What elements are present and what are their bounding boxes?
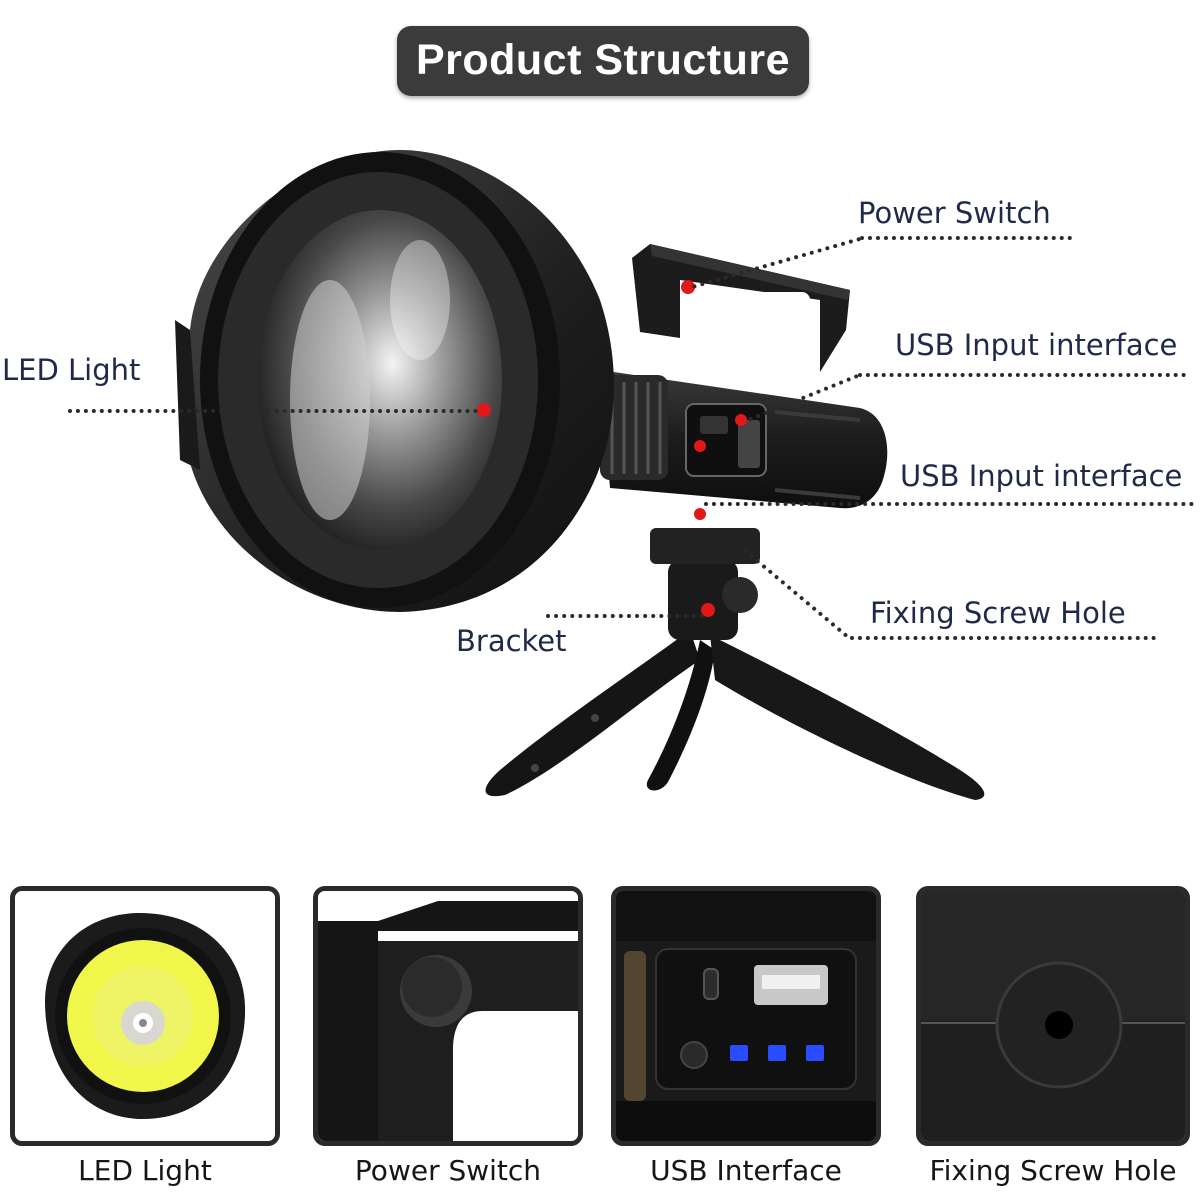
leader-led-light — [68, 409, 478, 413]
callout-markers — [477, 280, 747, 617]
power-switch-closeup-icon — [318, 891, 578, 1141]
tripod-bracket — [485, 528, 985, 800]
usb-interface-closeup-icon — [616, 891, 876, 1141]
caption-usb-interface: USB Interface — [650, 1154, 842, 1187]
detail-panel-led-light — [10, 886, 280, 1146]
handle — [632, 244, 850, 372]
callout-fixing-screw-hole: Fixing Screw Hole — [870, 596, 1126, 630]
title-banner: Product Structure — [397, 26, 809, 96]
detail-panel-fixing-screw-hole — [916, 886, 1190, 1146]
leader-usb-input-2 — [704, 502, 1194, 506]
leader-usb-input-1 — [858, 373, 1186, 377]
page-title: Product Structure — [415, 36, 791, 84]
callout-led-light: LED Light — [2, 353, 141, 387]
caption-power-switch: Power Switch — [354, 1154, 542, 1187]
led-light-closeup-icon — [45, 913, 246, 1119]
caption-fixing-screw-hole: Fixing Screw Hole — [929, 1154, 1177, 1187]
flashlight-body — [600, 370, 888, 509]
leader-bracket — [546, 614, 704, 618]
leader-fixing-screw-hole — [850, 636, 1156, 640]
leader-power-switch — [860, 236, 1072, 240]
flashlight-illustration — [175, 150, 985, 800]
detail-panel-usb-interface — [611, 886, 881, 1146]
detail-panel-power-switch — [313, 886, 583, 1146]
callout-usb-input-2: USB Input interface — [900, 459, 1183, 493]
callout-bracket: Bracket — [456, 624, 567, 658]
caption-led-light: LED Light — [78, 1154, 212, 1187]
fixing-screw-hole-closeup-icon — [921, 891, 1185, 1141]
spotlight-head — [175, 150, 614, 612]
callout-power-switch: Power Switch — [858, 196, 1051, 230]
callout-usb-input-1: USB Input interface — [895, 328, 1178, 362]
